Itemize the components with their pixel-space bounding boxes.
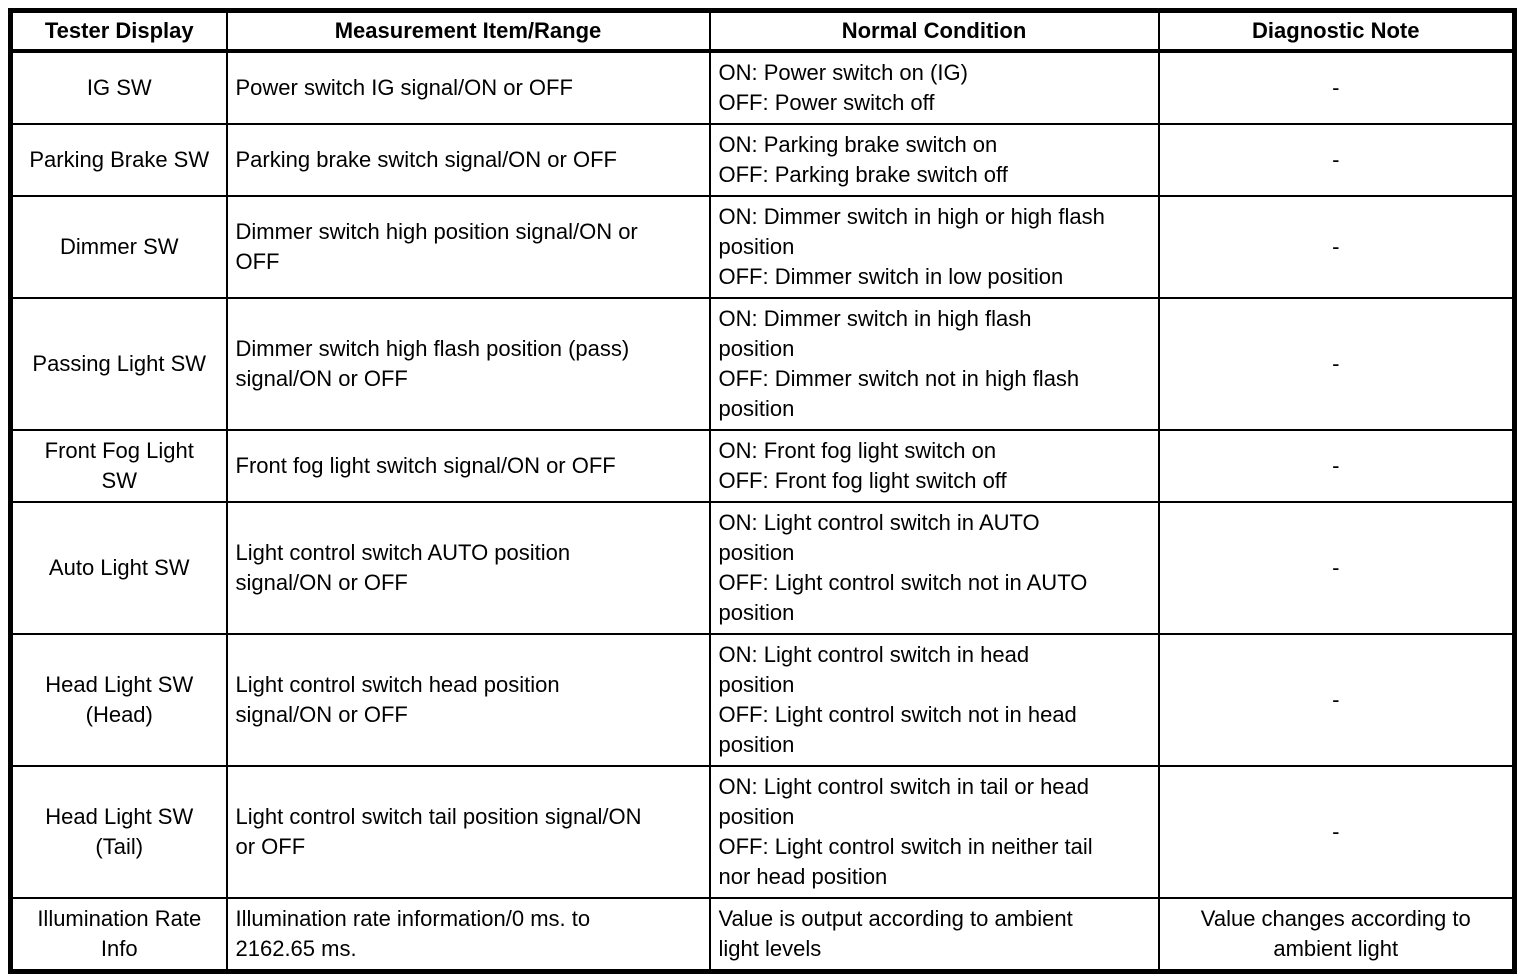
normal-condition-cell: ON: Parking brake switch on OFF: Parking… <box>708 123 1160 197</box>
table-row: Dimmer SW Dimmer switch high position si… <box>9 195 1516 299</box>
diagnostic-note-cell: - <box>1157 50 1516 125</box>
diagnostic-note-cell: - <box>1157 123 1516 197</box>
table-row: Head Light SW (Head) Light control switc… <box>9 633 1516 767</box>
diagnostic-note-cell: - <box>1157 429 1516 503</box>
measurement-cell: Dimmer switch high position signal/ON or… <box>225 195 711 299</box>
header-tester-display: Tester Display <box>9 9 228 53</box>
measurement-cell: Light control switch head position signa… <box>225 633 711 767</box>
measurement-cell: Dimmer switch high flash position (pass)… <box>225 297 711 431</box>
tester-display-cell: Front Fog Light SW <box>9 429 228 503</box>
diagnostic-note-cell: - <box>1157 195 1516 299</box>
table-row: IG SW Power switch IG signal/ON or OFF O… <box>9 50 1516 125</box>
measurement-cell: Parking brake switch signal/ON or OFF <box>225 123 711 197</box>
diagnostic-data-table: Tester Display Measurement Item/Range No… <box>8 8 1517 974</box>
normal-condition-cell: ON: Light control switch in tail or head… <box>708 765 1160 899</box>
table-row: Head Light SW (Tail) Light control switc… <box>9 765 1516 899</box>
normal-condition-cell: ON: Dimmer switch in high or high flash … <box>708 195 1160 299</box>
tester-display-cell: Auto Light SW <box>9 501 228 635</box>
diagnostic-note-cell: - <box>1157 633 1516 767</box>
tester-display-cell: Head Light SW (Head) <box>9 633 228 767</box>
normal-condition-cell: Value is output according to ambient lig… <box>708 897 1160 973</box>
normal-condition-cell: ON: Light control switch in head positio… <box>708 633 1160 767</box>
table-row: Parking Brake SW Parking brake switch si… <box>9 123 1516 197</box>
diagnostic-note-cell: - <box>1157 765 1516 899</box>
measurement-cell: Light control switch tail position signa… <box>225 765 711 899</box>
header-row: Tester Display Measurement Item/Range No… <box>9 9 1516 53</box>
tester-display-cell: IG SW <box>9 50 228 125</box>
measurement-cell: Light control switch AUTO position signa… <box>225 501 711 635</box>
table-row: Auto Light SW Light control switch AUTO … <box>9 501 1516 635</box>
header-measurement-item-range: Measurement Item/Range <box>225 9 711 53</box>
measurement-cell: Illumination rate information/0 ms. to 2… <box>225 897 711 973</box>
tester-display-cell: Dimmer SW <box>9 195 228 299</box>
measurement-cell: Power switch IG signal/ON or OFF <box>225 50 711 125</box>
header-normal-condition: Normal Condition <box>708 9 1160 53</box>
normal-condition-cell: ON: Front fog light switch on OFF: Front… <box>708 429 1160 503</box>
tester-display-cell: Passing Light SW <box>9 297 228 431</box>
header-diagnostic-note: Diagnostic Note <box>1157 9 1516 53</box>
diagnostic-note-cell: - <box>1157 501 1516 635</box>
normal-condition-cell: ON: Power switch on (IG) OFF: Power swit… <box>708 50 1160 125</box>
normal-condition-cell: ON: Light control switch in AUTO positio… <box>708 501 1160 635</box>
diagnostic-note-cell: - <box>1157 297 1516 431</box>
table-row: Front Fog Light SW Front fog light switc… <box>9 429 1516 503</box>
tester-display-cell: Head Light SW (Tail) <box>9 765 228 899</box>
measurement-cell: Front fog light switch signal/ON or OFF <box>225 429 711 503</box>
normal-condition-cell: ON: Dimmer switch in high flash position… <box>708 297 1160 431</box>
table-row: Passing Light SW Dimmer switch high flas… <box>9 297 1516 431</box>
table-row: Illumination Rate Info Illumination rate… <box>9 897 1516 973</box>
diagnostic-note-cell: Value changes according to ambient light <box>1157 897 1516 973</box>
tester-display-cell: Illumination Rate Info <box>9 897 228 973</box>
tester-display-cell: Parking Brake SW <box>9 123 228 197</box>
